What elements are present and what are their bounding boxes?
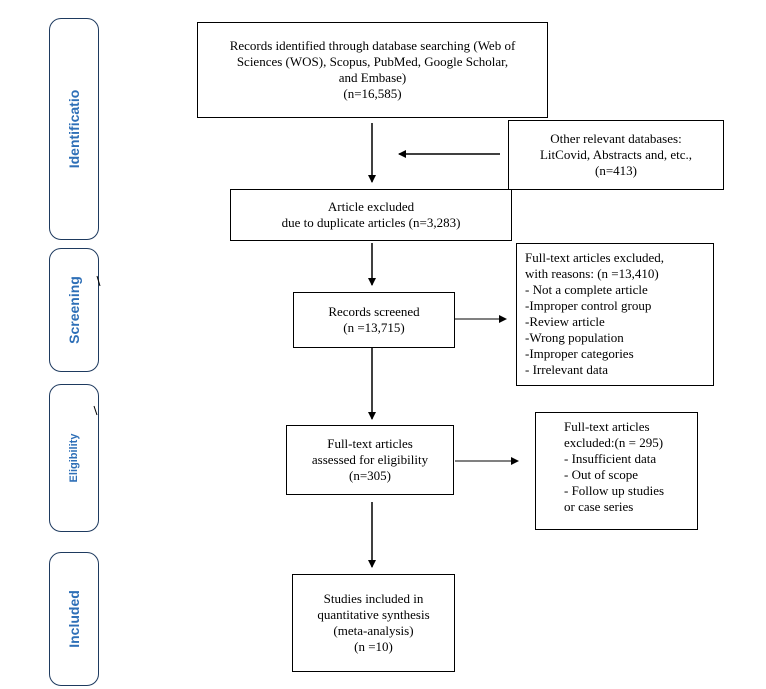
box-records-screened: Records screened (n =13,715) [293,292,455,348]
excluded-eligibility-line-3: - Insufficient data [564,451,657,466]
excluded-eligibility-line-1: Full-text articles [564,419,650,434]
fulltext-assessed-line-3: (n=305) [349,468,391,483]
box-fulltext-excluded-screening: Full-text articles excluded, with reason… [516,243,714,386]
records-identified-line-3: and Embase) [338,70,407,85]
stage-included: Included [49,552,99,686]
fulltext-assessed-line-1: Full-text articles [327,436,413,451]
excluded-eligibility-line-5: - Follow up studies [564,483,665,498]
records-screened-line-2: (n =13,715) [343,320,405,335]
box-other-databases: Other relevant databases: LitCovid, Abst… [508,120,724,190]
excluded-eligibility-line-2: excluded:(n = 295) [564,435,664,450]
fulltext-assessed-line-2: assessed for eligibility [311,452,429,467]
excluded-screening-line-8: - Irrelevant data [525,362,609,377]
box-records-identified: Records identified through database sear… [197,22,548,118]
duplicates-excluded-line-2: due to duplicate articles (n=3,283) [281,215,461,230]
excluded-screening-line-6: -Wrong population [525,330,624,345]
studies-included-line-1: Studies included in [323,591,424,606]
excluded-screening-line-7: -Improper categories [525,346,634,361]
excluded-screening-line-2: with reasons: (n =13,410) [525,266,659,281]
records-screened-line-1: Records screened [328,304,420,319]
excluded-eligibility-line-6: or case series [564,499,634,514]
box-duplicates-excluded: Article excluded due to duplicate articl… [230,189,512,241]
studies-included-line-3: (meta-analysis) [333,623,414,638]
excluded-screening-line-5: -Review article [525,314,605,329]
stray-mark-screening [96,275,101,287]
stage-identification: Identificatio [49,18,99,240]
other-databases-line-3: (n=413) [595,163,637,178]
records-identified-line-1: Records identified through database sear… [229,38,516,53]
other-databases-line-2: LitCovid, Abstracts and, etc., [539,147,692,162]
studies-included-line-2: quantitative synthesis [317,607,430,622]
records-identified-line-4: (n=16,585) [343,86,402,101]
box-fulltext-excluded-eligibility: Full-text articles excluded:(n = 295) - … [535,412,698,530]
records-identified-line-2: Sciences (WOS), Scopus, PubMed, Google S… [236,54,509,69]
duplicates-excluded-line-1: Article excluded [327,199,415,214]
stray-mark-eligibility [93,405,98,416]
box-fulltext-assessed: Full-text articles assessed for eligibil… [286,425,454,495]
other-databases-line-1: Other relevant databases: [550,131,682,146]
stage-eligibility: Eligibility [49,384,99,532]
excluded-eligibility-line-4: - Out of scope [564,467,639,482]
box-studies-included: Studies included in quantitative synthes… [292,574,455,672]
excluded-screening-line-3: - Not a complete article [525,282,648,297]
excluded-screening-line-1: Full-text articles excluded, [525,250,664,265]
stage-screening: Screening [49,248,99,372]
studies-included-line-4: (n =10) [354,639,393,654]
excluded-screening-line-4: -Improper control group [525,298,652,313]
